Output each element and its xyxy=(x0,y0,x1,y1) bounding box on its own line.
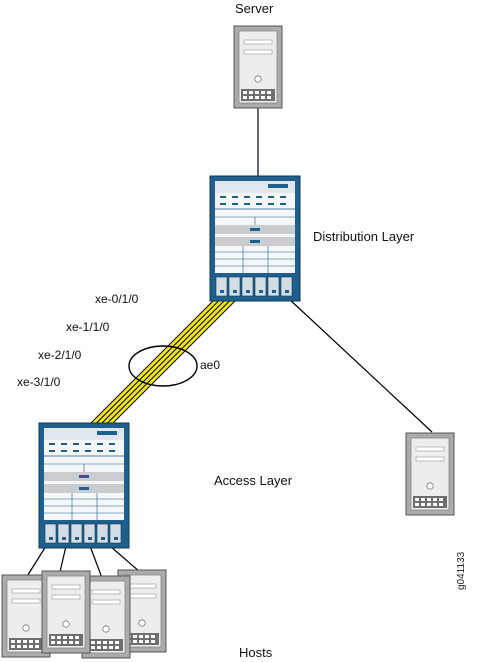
ae0-label: ae0 xyxy=(200,358,221,372)
bundle-divider-1 xyxy=(93,297,222,427)
interface-label-xe-1-1-0: xe-1/1/0 xyxy=(66,320,110,334)
host-link-3 xyxy=(89,545,103,579)
distribution-switch-icon xyxy=(209,175,301,302)
distribution-to-right-server-link xyxy=(287,297,433,433)
ae-bundle-ellipse xyxy=(128,345,198,387)
host-link-2 xyxy=(59,545,67,573)
distribution-layer-label: Distribution Layer xyxy=(313,229,415,244)
access-layer-label: Access Layer xyxy=(214,473,293,488)
bundle-divider-3 xyxy=(104,297,233,427)
interface-label-xe-2-1-0: xe-2/1/0 xyxy=(38,348,82,362)
right-server-icon xyxy=(405,432,455,516)
host-link-4 xyxy=(109,545,141,573)
hosts-label: Hosts xyxy=(239,645,273,660)
server-label: Server xyxy=(235,1,274,16)
interface-label-xe-3-1-0: xe-3/1/0 xyxy=(17,375,61,389)
interface-label-xe-0-1-0: xe-0/1/0 xyxy=(95,292,139,306)
figure-code: g041133 xyxy=(456,551,467,590)
access-switch-icon xyxy=(38,422,130,549)
host-link-1 xyxy=(25,545,47,579)
server-icon xyxy=(233,25,283,109)
bundle-divider-2 xyxy=(98,297,228,427)
host-server-icon-2 xyxy=(41,570,91,654)
aggregated-ethernet-bundle xyxy=(86,297,240,427)
